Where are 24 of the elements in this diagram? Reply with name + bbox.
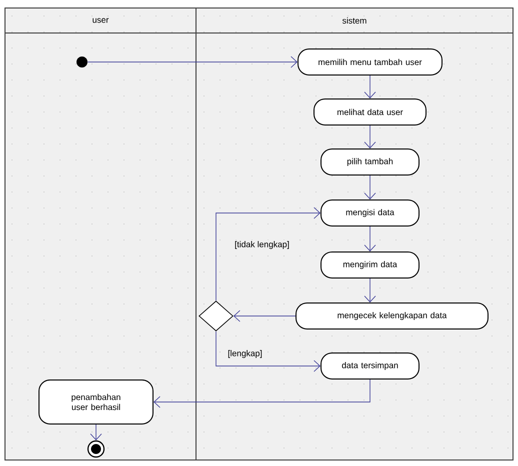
action-box: mengisi data xyxy=(320,200,420,226)
arrow xyxy=(364,125,376,148)
decision-diamond xyxy=(198,300,234,332)
arrow xyxy=(364,226,376,252)
arrow xyxy=(154,379,370,408)
edge-label: [lengkap] xyxy=(228,350,262,358)
action-box: memilih menu tambah user xyxy=(298,48,442,76)
action-box: mengirim data xyxy=(320,252,420,278)
arrow xyxy=(87,56,298,68)
action-box: penambahan user berhasil xyxy=(38,380,154,424)
arrow xyxy=(364,175,376,200)
arrow xyxy=(364,75,376,98)
arrow xyxy=(364,278,376,302)
edge-label: [tidak lengkap] xyxy=(235,241,289,249)
arrow xyxy=(233,310,296,322)
action-box: melihat data user xyxy=(314,98,426,126)
action-box: mengecek kelengkapan data xyxy=(296,302,488,330)
arrow xyxy=(90,424,102,440)
action-box: data tersimpan xyxy=(320,352,420,380)
arrow xyxy=(216,207,320,301)
action-box: pilih tambah xyxy=(320,148,420,176)
start-dot xyxy=(76,56,88,68)
end-bullseye xyxy=(87,440,105,458)
arrow xyxy=(216,331,320,372)
